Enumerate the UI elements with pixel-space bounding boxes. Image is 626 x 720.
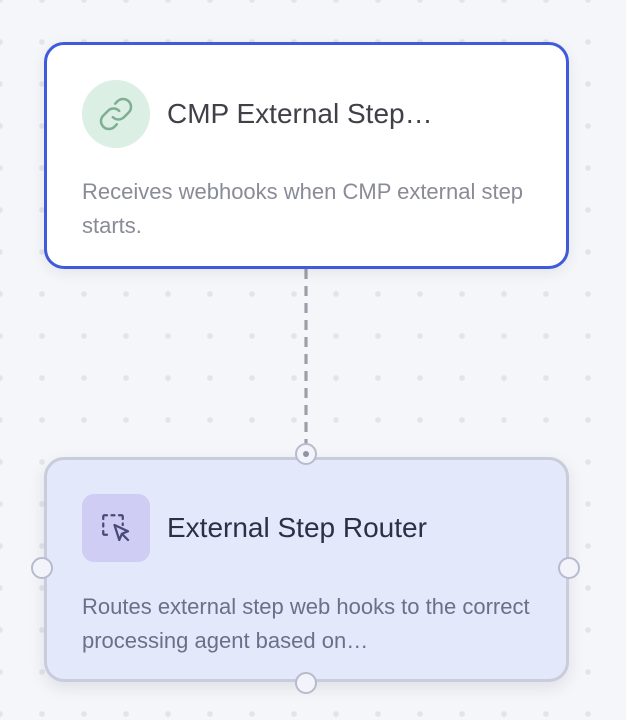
node-trigger-cmp-external-step[interactable]: CMP External Step… Receives webhooks whe… <box>44 42 569 269</box>
node-description: Routes external step web hooks to the co… <box>82 594 530 653</box>
node-description: Receives webhooks when CMP external step… <box>82 179 524 238</box>
node-handle-right[interactable] <box>558 557 580 579</box>
node-title: External Step Router <box>167 512 427 543</box>
node-handle-left[interactable] <box>31 557 53 579</box>
node-title: CMP External Step… <box>167 98 433 129</box>
link-icon <box>82 80 150 148</box>
node-input-handle-top[interactable] <box>295 443 317 465</box>
cursor-select-icon <box>82 494 150 562</box>
node-output-handle-bottom[interactable] <box>295 672 317 694</box>
node-agent-external-step-router[interactable]: External Step Router Routes external ste… <box>44 457 569 682</box>
